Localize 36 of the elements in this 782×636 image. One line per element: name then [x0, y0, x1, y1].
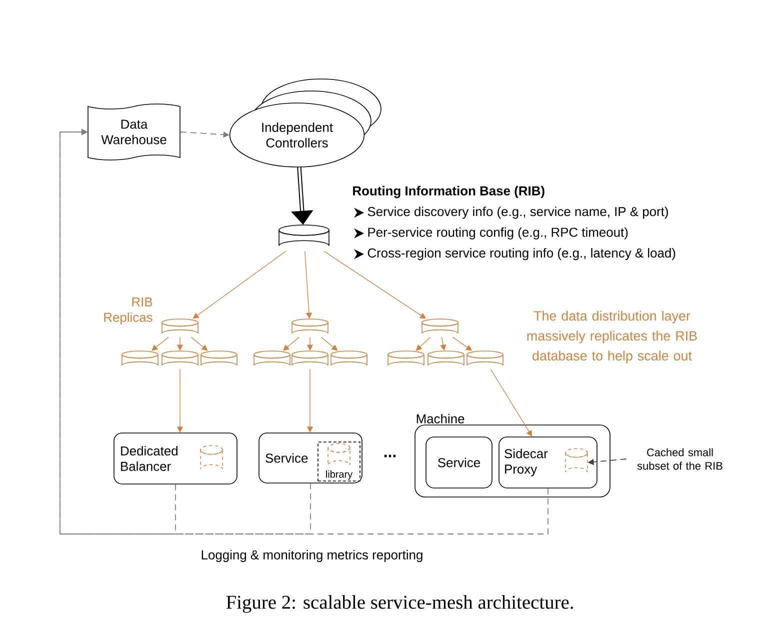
replica-cylinder — [162, 350, 198, 366]
replica-cylinder — [292, 350, 328, 366]
heading: Routing Information Base (RIB) — [353, 186, 544, 198]
annotation-text: The data distribution layer massively replicates the RIB database to help scale out — [527, 310, 697, 364]
arrow — [192, 250, 286, 319]
replica-cylinder — [422, 318, 458, 334]
database-icon — [565, 448, 588, 472]
wavy-box: Data Warehouse — [88, 104, 180, 160]
replica-cylinder — [428, 350, 464, 366]
arrow — [320, 336, 338, 351]
replica-cylinder — [254, 350, 290, 366]
bullet-item: Cross-region service routing info (e.g., latency & load) — [354, 248, 676, 260]
database-cylinder — [278, 224, 330, 246]
component-box: Dedicated Balancer — [114, 432, 238, 484]
ellipsis: ... — [384, 454, 396, 458]
note-text: Cached small subset of the RIB — [637, 448, 722, 470]
arrow — [60, 128, 548, 534]
replica-cylinder — [466, 350, 504, 366]
replica-cylinder — [292, 318, 328, 334]
replica-cylinder — [122, 350, 158, 366]
arrow — [190, 336, 208, 351]
bullet-item: Service discovery info (e.g., service name, IP & port) — [354, 206, 668, 219]
component-box: Sidecar Proxy — [498, 436, 598, 488]
component-box: Service — [426, 436, 492, 488]
replica-cylinder — [200, 350, 238, 366]
note-text: Logging & monitoring metrics reporting — [202, 550, 422, 562]
caption: Figure 2: scalable service-mesh architecture. — [226, 595, 573, 613]
arrow — [152, 336, 169, 351]
replica-cylinder — [388, 350, 424, 366]
node-label: Machine — [416, 414, 464, 424]
replica-cylinder — [330, 350, 368, 366]
arrow — [60, 128, 311, 534]
bullet-item: Per-service routing config (e.g., RPC timeout) — [354, 227, 628, 240]
replicas-label: RIB Replicas — [104, 297, 152, 325]
stacked-ellipses: Independent Controllers — [229, 78, 382, 168]
replica-cylinder — [162, 318, 198, 334]
